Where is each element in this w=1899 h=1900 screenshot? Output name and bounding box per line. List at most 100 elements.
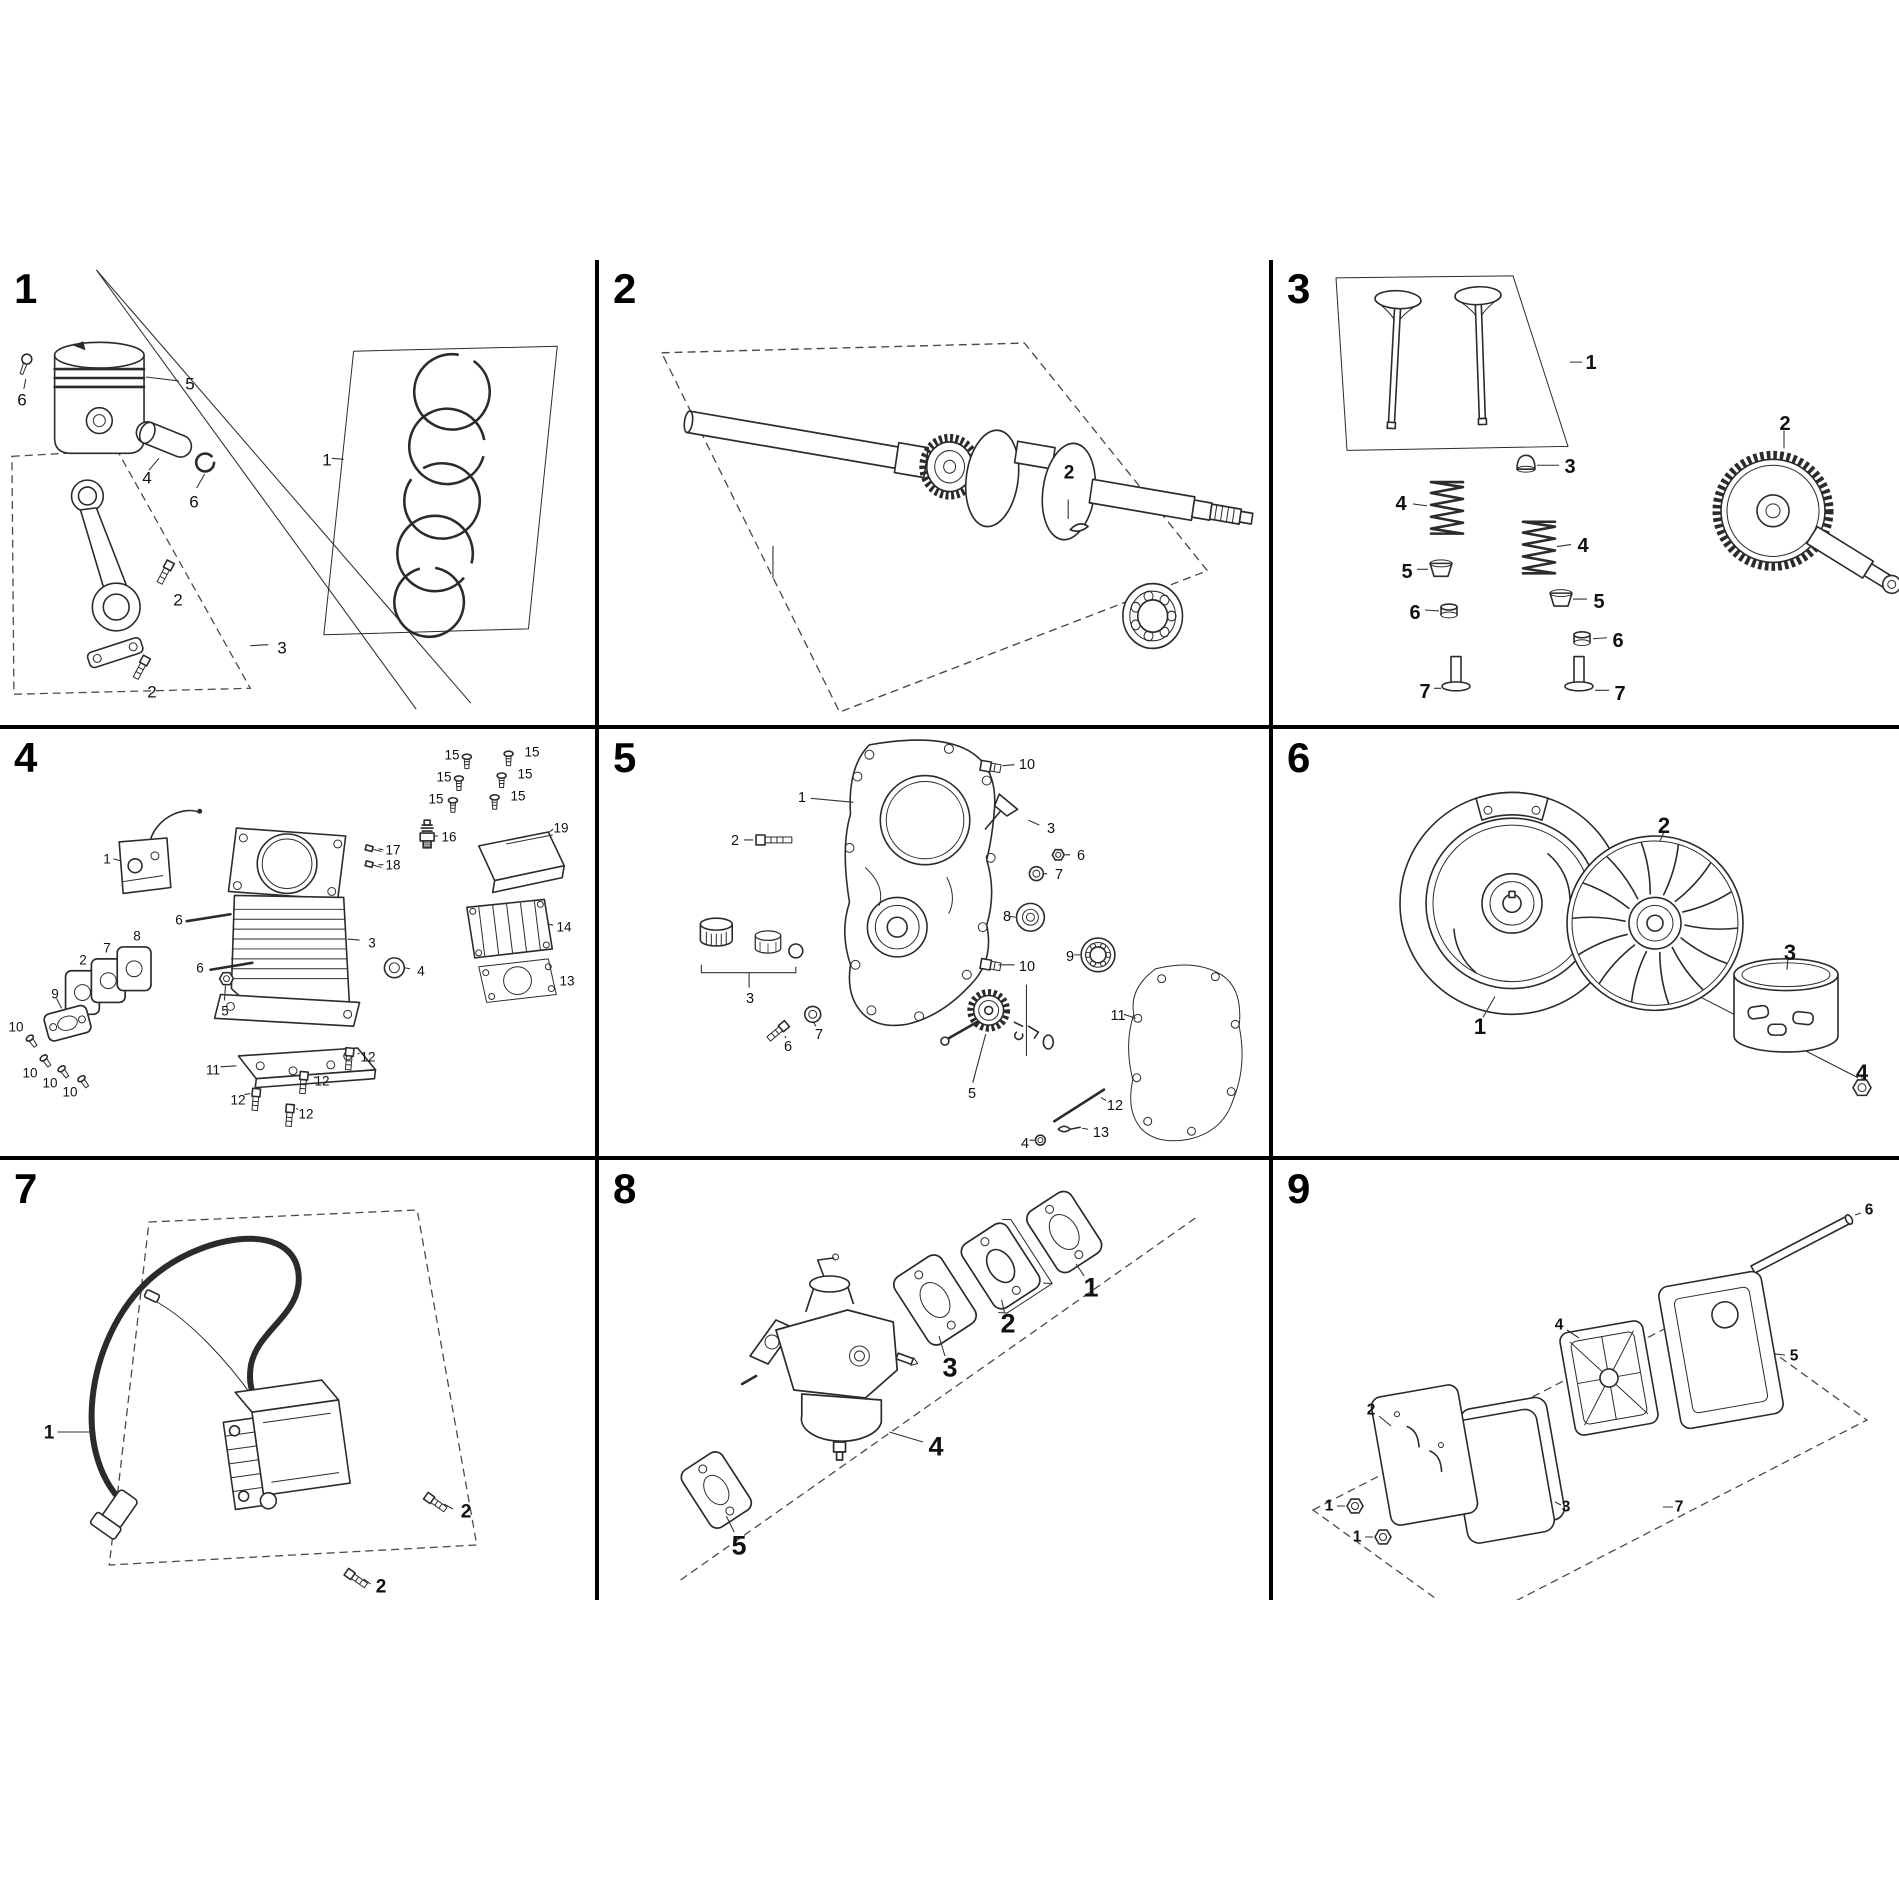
small-screw — [77, 1074, 90, 1089]
mounting-plate — [237, 1047, 377, 1089]
panel-number: 9 — [1287, 1165, 1311, 1212]
part-callout: 18 — [385, 857, 401, 873]
part-callout: 8 — [133, 928, 141, 944]
oil-plug — [979, 759, 1002, 774]
woodruff-key — [1069, 523, 1089, 533]
cover-bolt — [755, 834, 793, 846]
panel-cylinder-block: 4 1 15 15 15 15 15 15 16 17 18 19 14 13 … — [0, 729, 599, 1160]
cylinder-block — [213, 827, 361, 1028]
panel-number: 3 — [1287, 265, 1311, 312]
panel-number: 2 — [613, 265, 637, 312]
wing-nut — [1374, 1529, 1392, 1545]
head-bolt — [461, 753, 473, 770]
part-callout: 6 — [189, 492, 199, 512]
part-callout: 15 — [428, 791, 444, 807]
head-bolt — [453, 775, 465, 791]
valve-spring — [1521, 520, 1557, 575]
camshaft — [1712, 450, 1899, 595]
part-callout: 3 — [942, 1352, 958, 1383]
part-callout: 12 — [360, 1049, 376, 1065]
flywheel-nut — [1852, 1079, 1872, 1097]
part-callout: 1 — [1473, 1014, 1487, 1039]
part-callout: 4 — [1020, 1135, 1030, 1152]
part-callout: 3 — [1783, 940, 1797, 965]
part-callout: 10 — [8, 1019, 24, 1035]
part-callout: 2 — [1779, 413, 1791, 435]
nut — [218, 971, 235, 986]
piston — [53, 341, 146, 455]
panel-crankshaft: 2 2 — [599, 260, 1273, 729]
oil-filler-cap — [754, 930, 782, 954]
part-callout: 2 — [375, 1576, 387, 1598]
part-callout: 5 — [1593, 591, 1605, 613]
part-callout: 15 — [510, 788, 526, 804]
valve-box — [1335, 275, 1569, 451]
panel-crankcase-cover: 5 10 1 2 3 3 6 7 8 9 10 5 12 13 4 6 7 11 — [599, 729, 1273, 1160]
governor-rod — [1052, 1088, 1106, 1123]
leader-lines — [57, 1431, 454, 1585]
leader-lines — [1337, 1212, 1862, 1538]
panel-number: 4 — [14, 734, 38, 781]
part-callout: 1 — [1585, 352, 1597, 374]
part-callout: 10 — [1018, 756, 1036, 773]
part-callout: 6 — [1076, 847, 1086, 864]
coil-bolt — [343, 1567, 369, 1589]
part-callout: 7 — [1614, 683, 1626, 705]
washer — [803, 1005, 822, 1024]
panel-ignition-coil: 7 1 2 2 — [0, 1160, 599, 1600]
part-callout: 15 — [517, 766, 533, 782]
crankshaft — [683, 410, 1254, 541]
spark-plug-wire — [88, 1235, 302, 1511]
filter-dashed-box — [1311, 1305, 1869, 1600]
intake-gasket — [680, 1451, 753, 1529]
part-callout: 4 — [417, 963, 425, 979]
panel-number: 7 — [14, 1165, 38, 1212]
breather-tube — [1750, 1214, 1854, 1274]
part-callout: 5 — [967, 1085, 977, 1102]
part-callout: 14 — [556, 919, 572, 935]
part-callout: 5 — [1789, 1347, 1799, 1365]
valves-camshaft-drawing — [1335, 275, 1899, 692]
part-callout: 4 — [928, 1431, 944, 1462]
panel-number: 6 — [1287, 734, 1311, 781]
part-callout: 2 — [79, 952, 87, 968]
part-callout: 3 — [277, 638, 287, 658]
oil-seal — [1015, 902, 1046, 932]
head-gasket — [478, 958, 557, 1003]
part-callout: 6 — [196, 960, 204, 976]
part-callout: 1 — [1083, 1272, 1099, 1303]
piston-rod-drawing — [11, 269, 558, 710]
part-callout: 1 — [797, 789, 807, 806]
valve-cap — [1516, 454, 1536, 473]
panel-number: 8 — [613, 1165, 637, 1212]
head-bolt — [496, 772, 507, 788]
leader-lines — [1412, 361, 1785, 691]
part-callout: 5 — [1401, 561, 1413, 583]
part-callout: 6 — [783, 1038, 793, 1055]
valve-tappet — [1441, 655, 1471, 692]
part-callout: 2 — [1366, 1401, 1376, 1419]
part-callout: 6 — [1864, 1201, 1874, 1219]
leader-lines — [700, 764, 1136, 1141]
part-callout: 4 — [1577, 535, 1589, 557]
panel-air-filter: 9 6 4 5 2 3 7 1 1 — [1273, 1160, 1899, 1600]
part-callout: 2 — [460, 1501, 472, 1523]
oil-filler-cap — [699, 917, 734, 947]
part-callout: 6 — [17, 390, 27, 410]
part-callout: 1 — [43, 1422, 55, 1444]
part-callout: 7 — [814, 1026, 824, 1043]
part-callout: 11 — [1110, 1007, 1126, 1024]
part-callout: 3 — [745, 990, 755, 1007]
crankcase-cover-drawing — [699, 739, 1243, 1146]
part-callout: 10 — [42, 1075, 58, 1091]
crankcase-cover — [843, 739, 996, 1027]
part-callout: 8 — [1002, 908, 1012, 925]
part-callout: 12 — [298, 1106, 314, 1122]
part-callout: 17 — [385, 842, 401, 858]
rod-clip — [1057, 1125, 1081, 1133]
flange-bolt — [344, 1046, 355, 1071]
part-callout: 11 — [205, 1062, 221, 1078]
spring-retainer — [1429, 559, 1453, 578]
rod-dashed-box — [11, 449, 252, 695]
